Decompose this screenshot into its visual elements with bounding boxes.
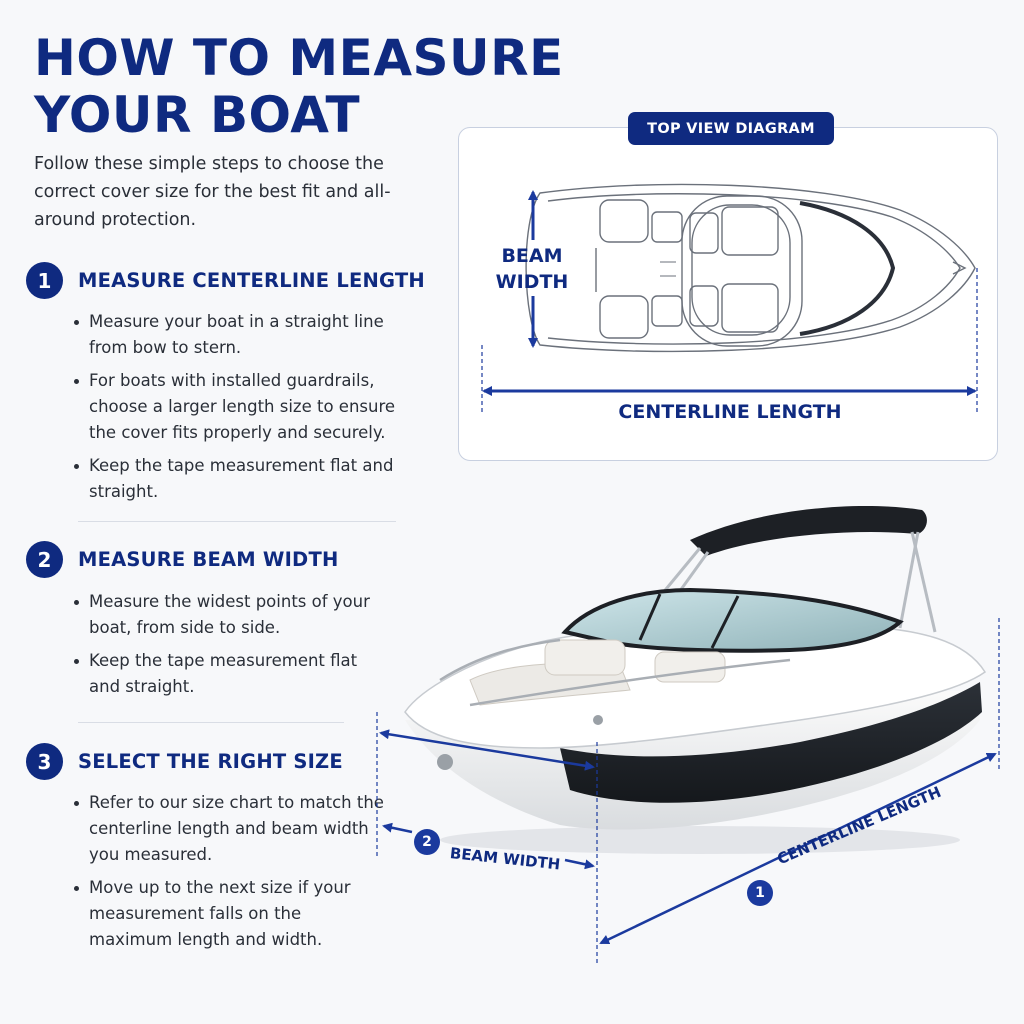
photo-beam-number-badge: 2 bbox=[414, 829, 440, 855]
title-line-1: HOW TO MEASURE bbox=[34, 29, 564, 87]
divider-2 bbox=[78, 722, 344, 723]
step-3-bullet-1: Refer to our size chart to match the cen… bbox=[74, 790, 384, 868]
step-1-title: MEASURE CENTERLINE LENGTH bbox=[78, 269, 425, 292]
step-1-bullet-1: Measure your boat in a straight line fro… bbox=[74, 309, 404, 361]
step-2-bullet-2: Keep the tape measurement flat and strai… bbox=[74, 648, 374, 700]
step-1-header: 1 MEASURE CENTERLINE LENGTH bbox=[26, 262, 425, 299]
top-view-label: TOP VIEW DIAGRAM bbox=[628, 112, 834, 145]
step-3-title: SELECT THE RIGHT SIZE bbox=[78, 750, 343, 773]
top-view-boat-drawing bbox=[525, 183, 976, 353]
photo-centerline-number-badge: 1 bbox=[747, 880, 773, 906]
top-view-beam-label-line-2: WIDTH bbox=[495, 271, 569, 293]
step-1-bullet-2: For boats with installed guardrails, cho… bbox=[74, 368, 404, 446]
step-3-number-badge: 3 bbox=[26, 743, 63, 780]
divider-1 bbox=[78, 521, 396, 522]
step-3-bullets: Refer to our size chart to match the cen… bbox=[74, 790, 384, 960]
step-1-number-badge: 1 bbox=[26, 262, 63, 299]
step-3-bullet-2: Move up to the next size if your measure… bbox=[74, 875, 384, 953]
step-1-bullets: Measure your boat in a straight line fro… bbox=[74, 309, 404, 512]
photo-beam-arrow bbox=[376, 712, 598, 965]
title-line-2: YOUR BOAT bbox=[34, 86, 361, 144]
top-view-centerline-arrow bbox=[481, 268, 978, 413]
top-view-beam-label: BEAM WIDTH bbox=[487, 243, 577, 295]
step-2-title: MEASURE BEAM WIDTH bbox=[78, 548, 339, 571]
step-2-bullets: Measure the widest points of your boat, … bbox=[74, 589, 374, 707]
step-2-header: 2 MEASURE BEAM WIDTH bbox=[26, 541, 338, 578]
step-2-bullet-1: Measure the widest points of your boat, … bbox=[74, 589, 374, 641]
step-1-bullet-3: Keep the tape measurement flat and strai… bbox=[74, 453, 404, 505]
intro-text: Follow these simple steps to choose the … bbox=[34, 154, 391, 230]
step-3-header: 3 SELECT THE RIGHT SIZE bbox=[26, 743, 343, 780]
top-view-beam-label-line-1: BEAM bbox=[501, 245, 563, 267]
photo-centerline-arrow bbox=[599, 618, 1000, 945]
step-2-number-badge: 2 bbox=[26, 541, 63, 578]
top-view-centerline-label: CENTERLINE LENGTH bbox=[618, 401, 842, 423]
page-title: HOW TO MEASURE YOUR BOAT bbox=[34, 30, 564, 144]
